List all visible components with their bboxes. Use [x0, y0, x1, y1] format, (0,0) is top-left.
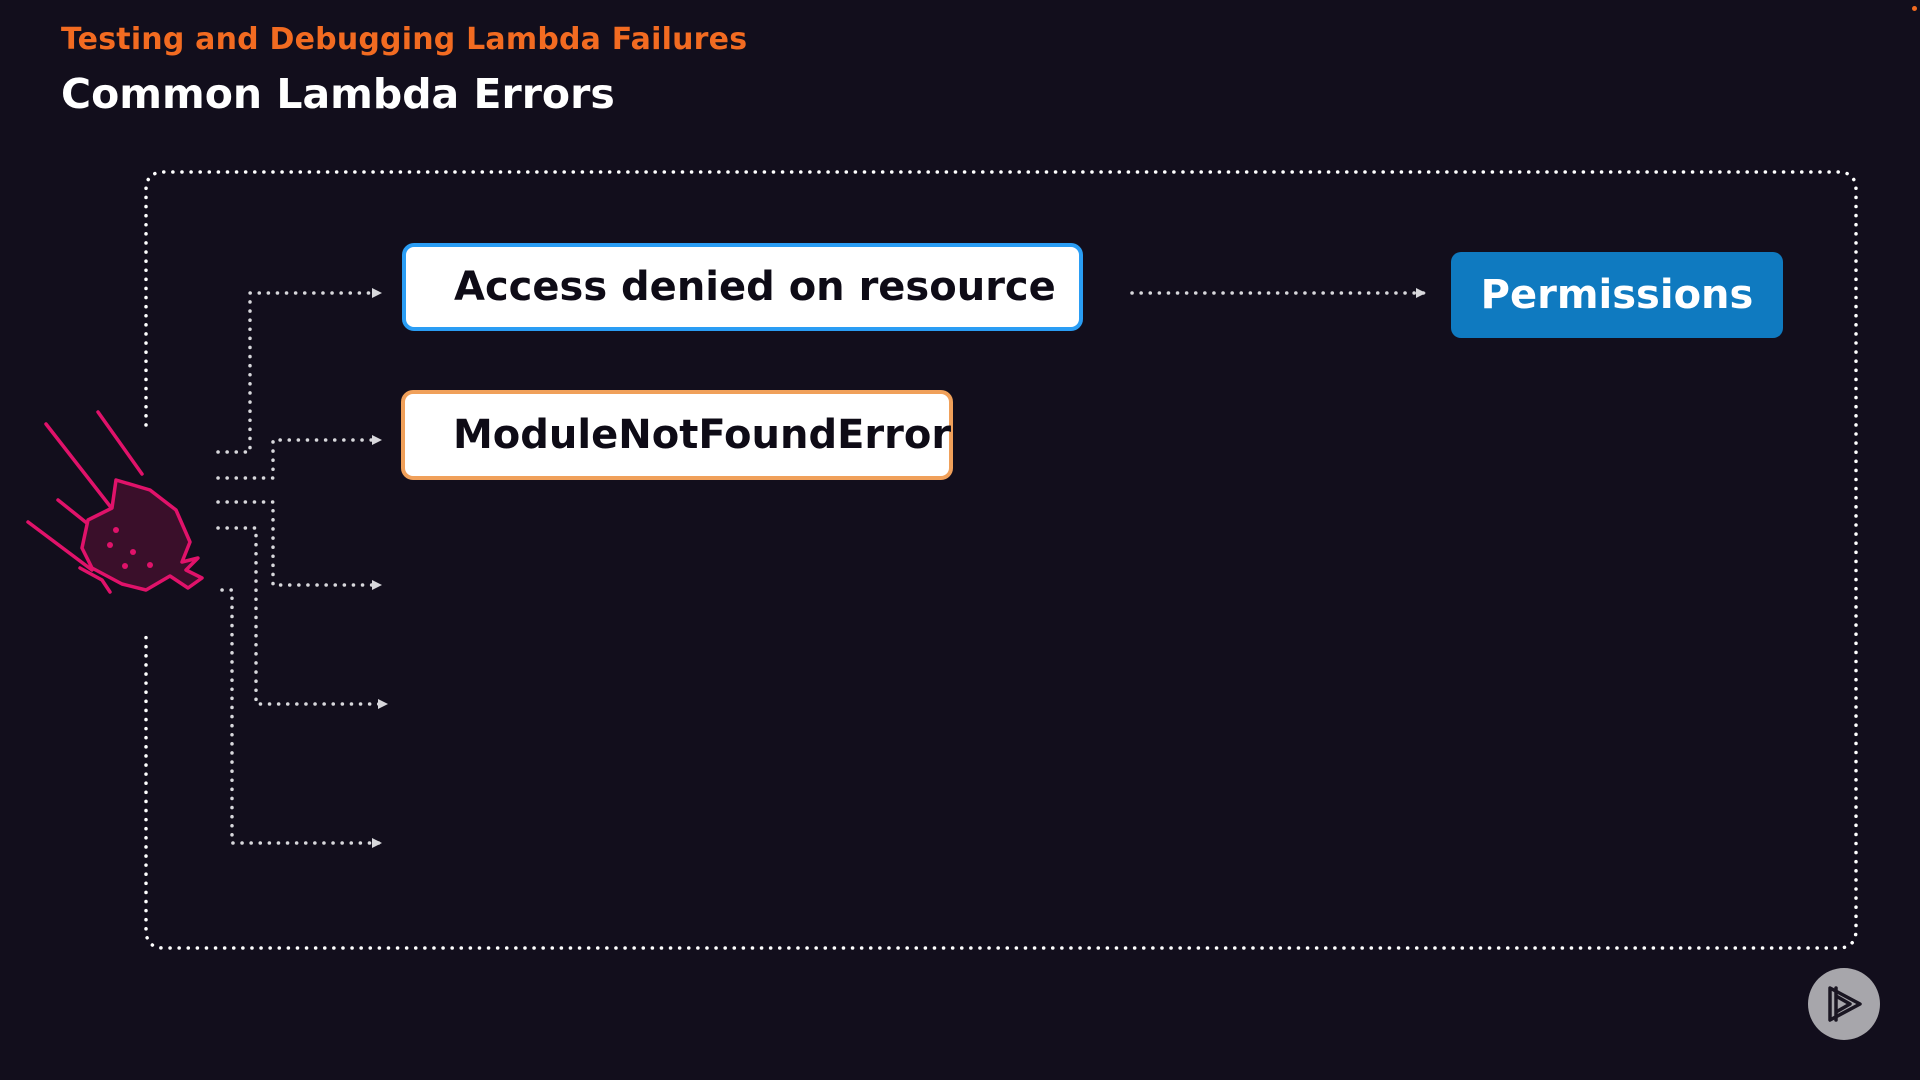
connector-2 — [216, 435, 382, 480]
error-module-not-found: ModuleNotFoundError — [401, 390, 953, 480]
play-icon — [1828, 986, 1862, 1022]
error-module-not-found-label: ModuleNotFoundError — [453, 412, 952, 458]
cause-permissions-label: Permissions — [1480, 272, 1754, 318]
error-access-denied-label: Access denied on resource — [454, 264, 1056, 310]
connector-1 — [216, 288, 382, 454]
connector-3 — [216, 500, 382, 590]
cause-permissions: Permissions — [1451, 252, 1783, 338]
connector-4 — [216, 526, 388, 709]
meteor-icon — [26, 410, 204, 594]
connector-5 — [220, 588, 382, 848]
course-title: Testing and Debugging Lambda Failures — [61, 22, 748, 57]
player-button[interactable] — [1808, 968, 1880, 1040]
corner-accent-dot — [1912, 6, 1917, 11]
error-access-denied: Access denied on resource — [402, 243, 1083, 331]
slide-title: Common Lambda Errors — [61, 70, 615, 118]
outer-frame — [144, 170, 1858, 950]
